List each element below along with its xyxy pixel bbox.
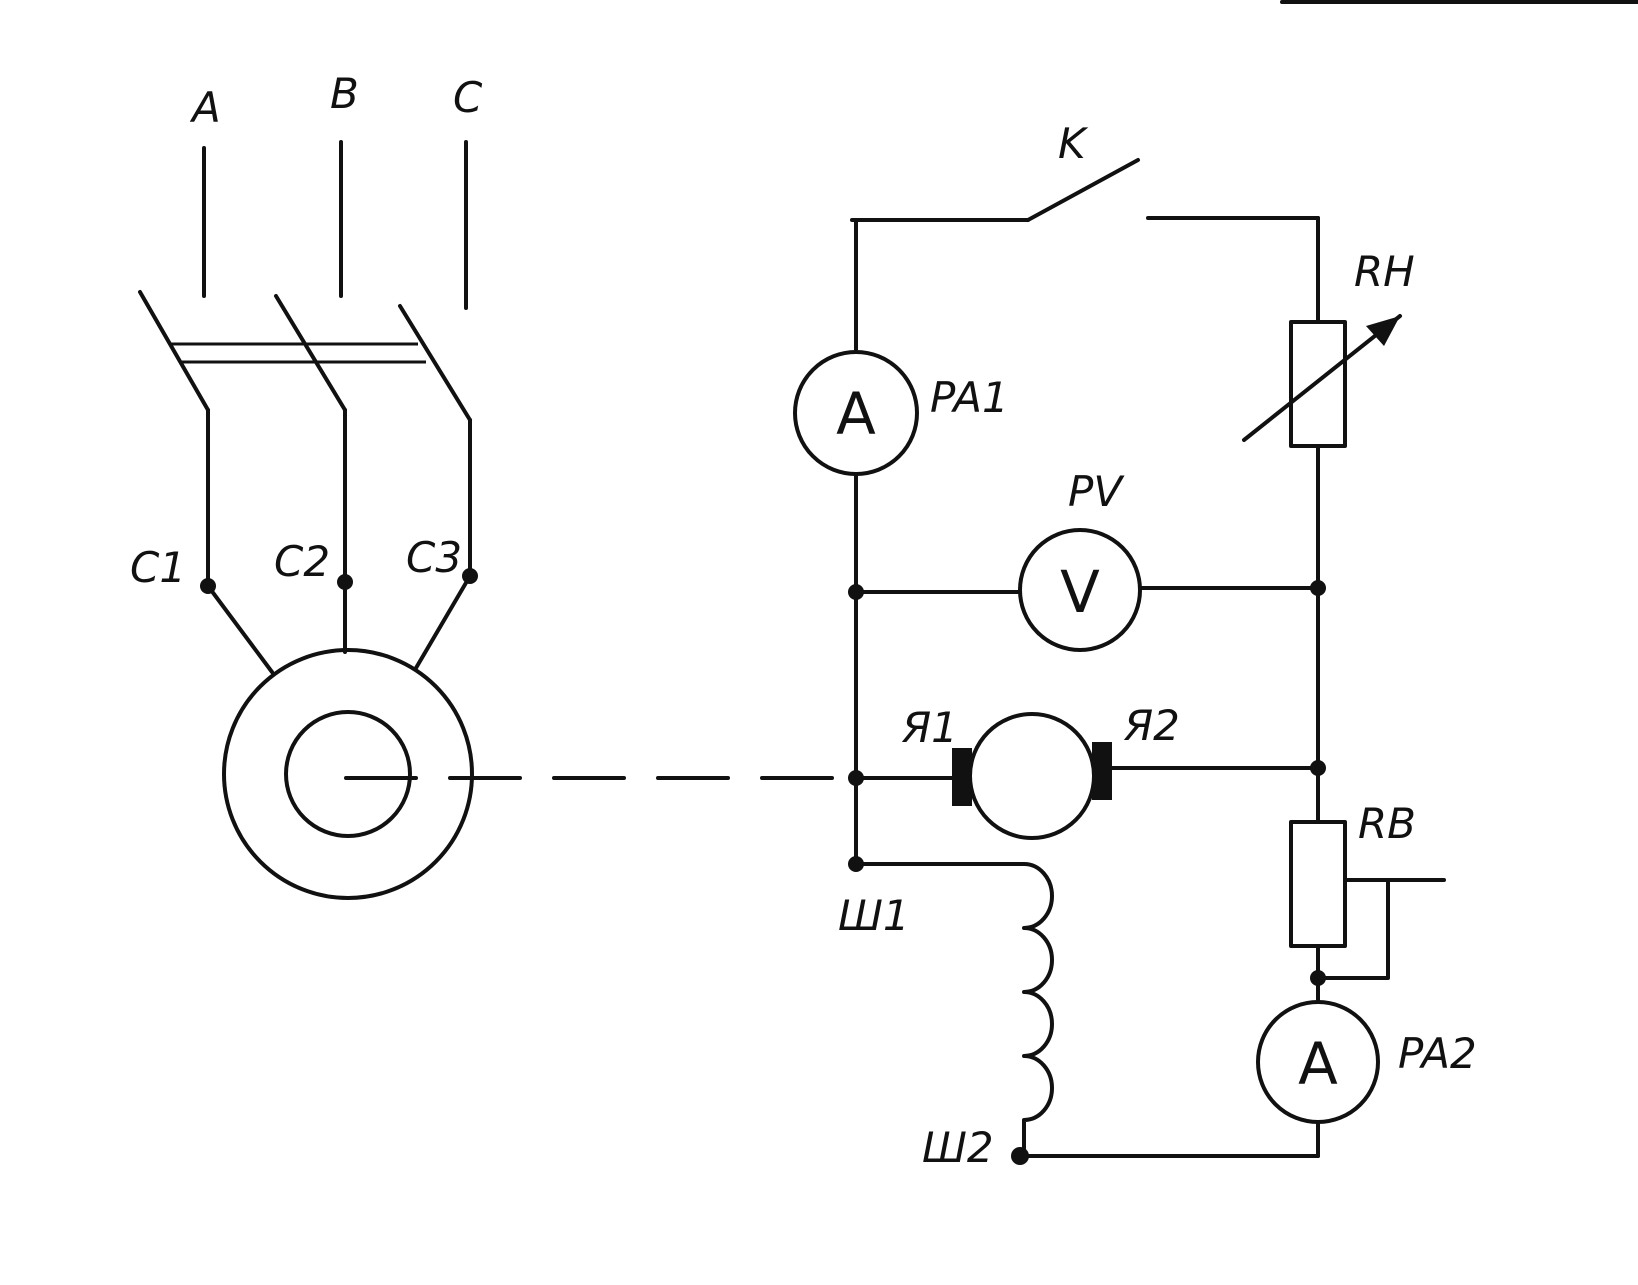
field-terminal-sh2: Ш2 xyxy=(922,1123,994,1172)
load-rheostat-body xyxy=(1289,320,1347,448)
field-terminal-sh1: Ш1 xyxy=(838,891,910,940)
terminal-label-c2: C2 xyxy=(274,537,330,586)
load-rheostat-rh: RH xyxy=(1242,247,1415,448)
node-rb-bottom xyxy=(1310,970,1326,986)
voltmeter-symbol: V xyxy=(1060,558,1100,626)
voltmeter-circle xyxy=(1018,528,1142,652)
load-rheostat-label: RH xyxy=(1354,247,1415,296)
field-rheostat-label: RB xyxy=(1358,799,1416,848)
three-phase-supply: A B C xyxy=(189,69,483,310)
phase-label-a: A xyxy=(189,83,221,132)
induction-motor xyxy=(222,648,474,900)
ammeter-pa2-label: PA2 xyxy=(1398,1029,1477,1078)
motor-rotor xyxy=(284,710,412,838)
armature-circle xyxy=(968,712,1096,840)
node-armature-left xyxy=(848,770,864,786)
dc-armature: Я1 Я2 xyxy=(901,701,1180,840)
field-rheostat-rb: RB xyxy=(1289,799,1446,980)
breaker-blade-c xyxy=(398,304,472,422)
field-winding-coil xyxy=(854,862,1054,1158)
load-rheostat-arrow xyxy=(1242,314,1402,442)
load-rheostat-arrowhead xyxy=(1366,316,1400,346)
circuit-breaker xyxy=(138,290,472,586)
voltmeter-pv: V PV xyxy=(1018,467,1142,652)
phase-label-b: B xyxy=(330,69,359,118)
switch-label-k: K xyxy=(1058,119,1089,168)
lead-c3 xyxy=(414,574,472,670)
motor-stator-ring xyxy=(222,648,474,900)
field-rheostat-slider xyxy=(1316,878,1390,980)
breaker-blade-b xyxy=(274,294,347,412)
phase-label-c: C xyxy=(453,73,483,122)
voltmeter-label: PV xyxy=(1068,467,1125,516)
ammeter-pa1-label: PA1 xyxy=(930,373,1009,422)
armature-brush-right xyxy=(1092,742,1112,800)
ammeter-pa2: A PA2 xyxy=(1256,1000,1477,1124)
switch-k-blade xyxy=(1026,158,1140,222)
breaker-blade-a xyxy=(138,290,210,412)
field-rheostat-body xyxy=(1289,820,1347,948)
ammeter-pa1-symbol: A xyxy=(836,380,876,448)
armature-terminal-ya2: Я2 xyxy=(1123,701,1180,750)
node-pv-right xyxy=(1310,580,1326,596)
terminal-label-c1: C1 xyxy=(130,543,186,592)
ammeter-pa1: A PA1 xyxy=(793,350,1009,476)
ammeter-pa2-symbol: A xyxy=(1298,1030,1338,1098)
armature-terminal-ya1: Я1 xyxy=(901,703,958,752)
node-pv-left xyxy=(848,584,864,600)
armature-brush-left xyxy=(952,748,972,806)
ammeter-pa1-circle xyxy=(793,350,919,476)
lead-c1 xyxy=(206,584,274,674)
terminal-label-c3: C3 xyxy=(406,533,462,582)
